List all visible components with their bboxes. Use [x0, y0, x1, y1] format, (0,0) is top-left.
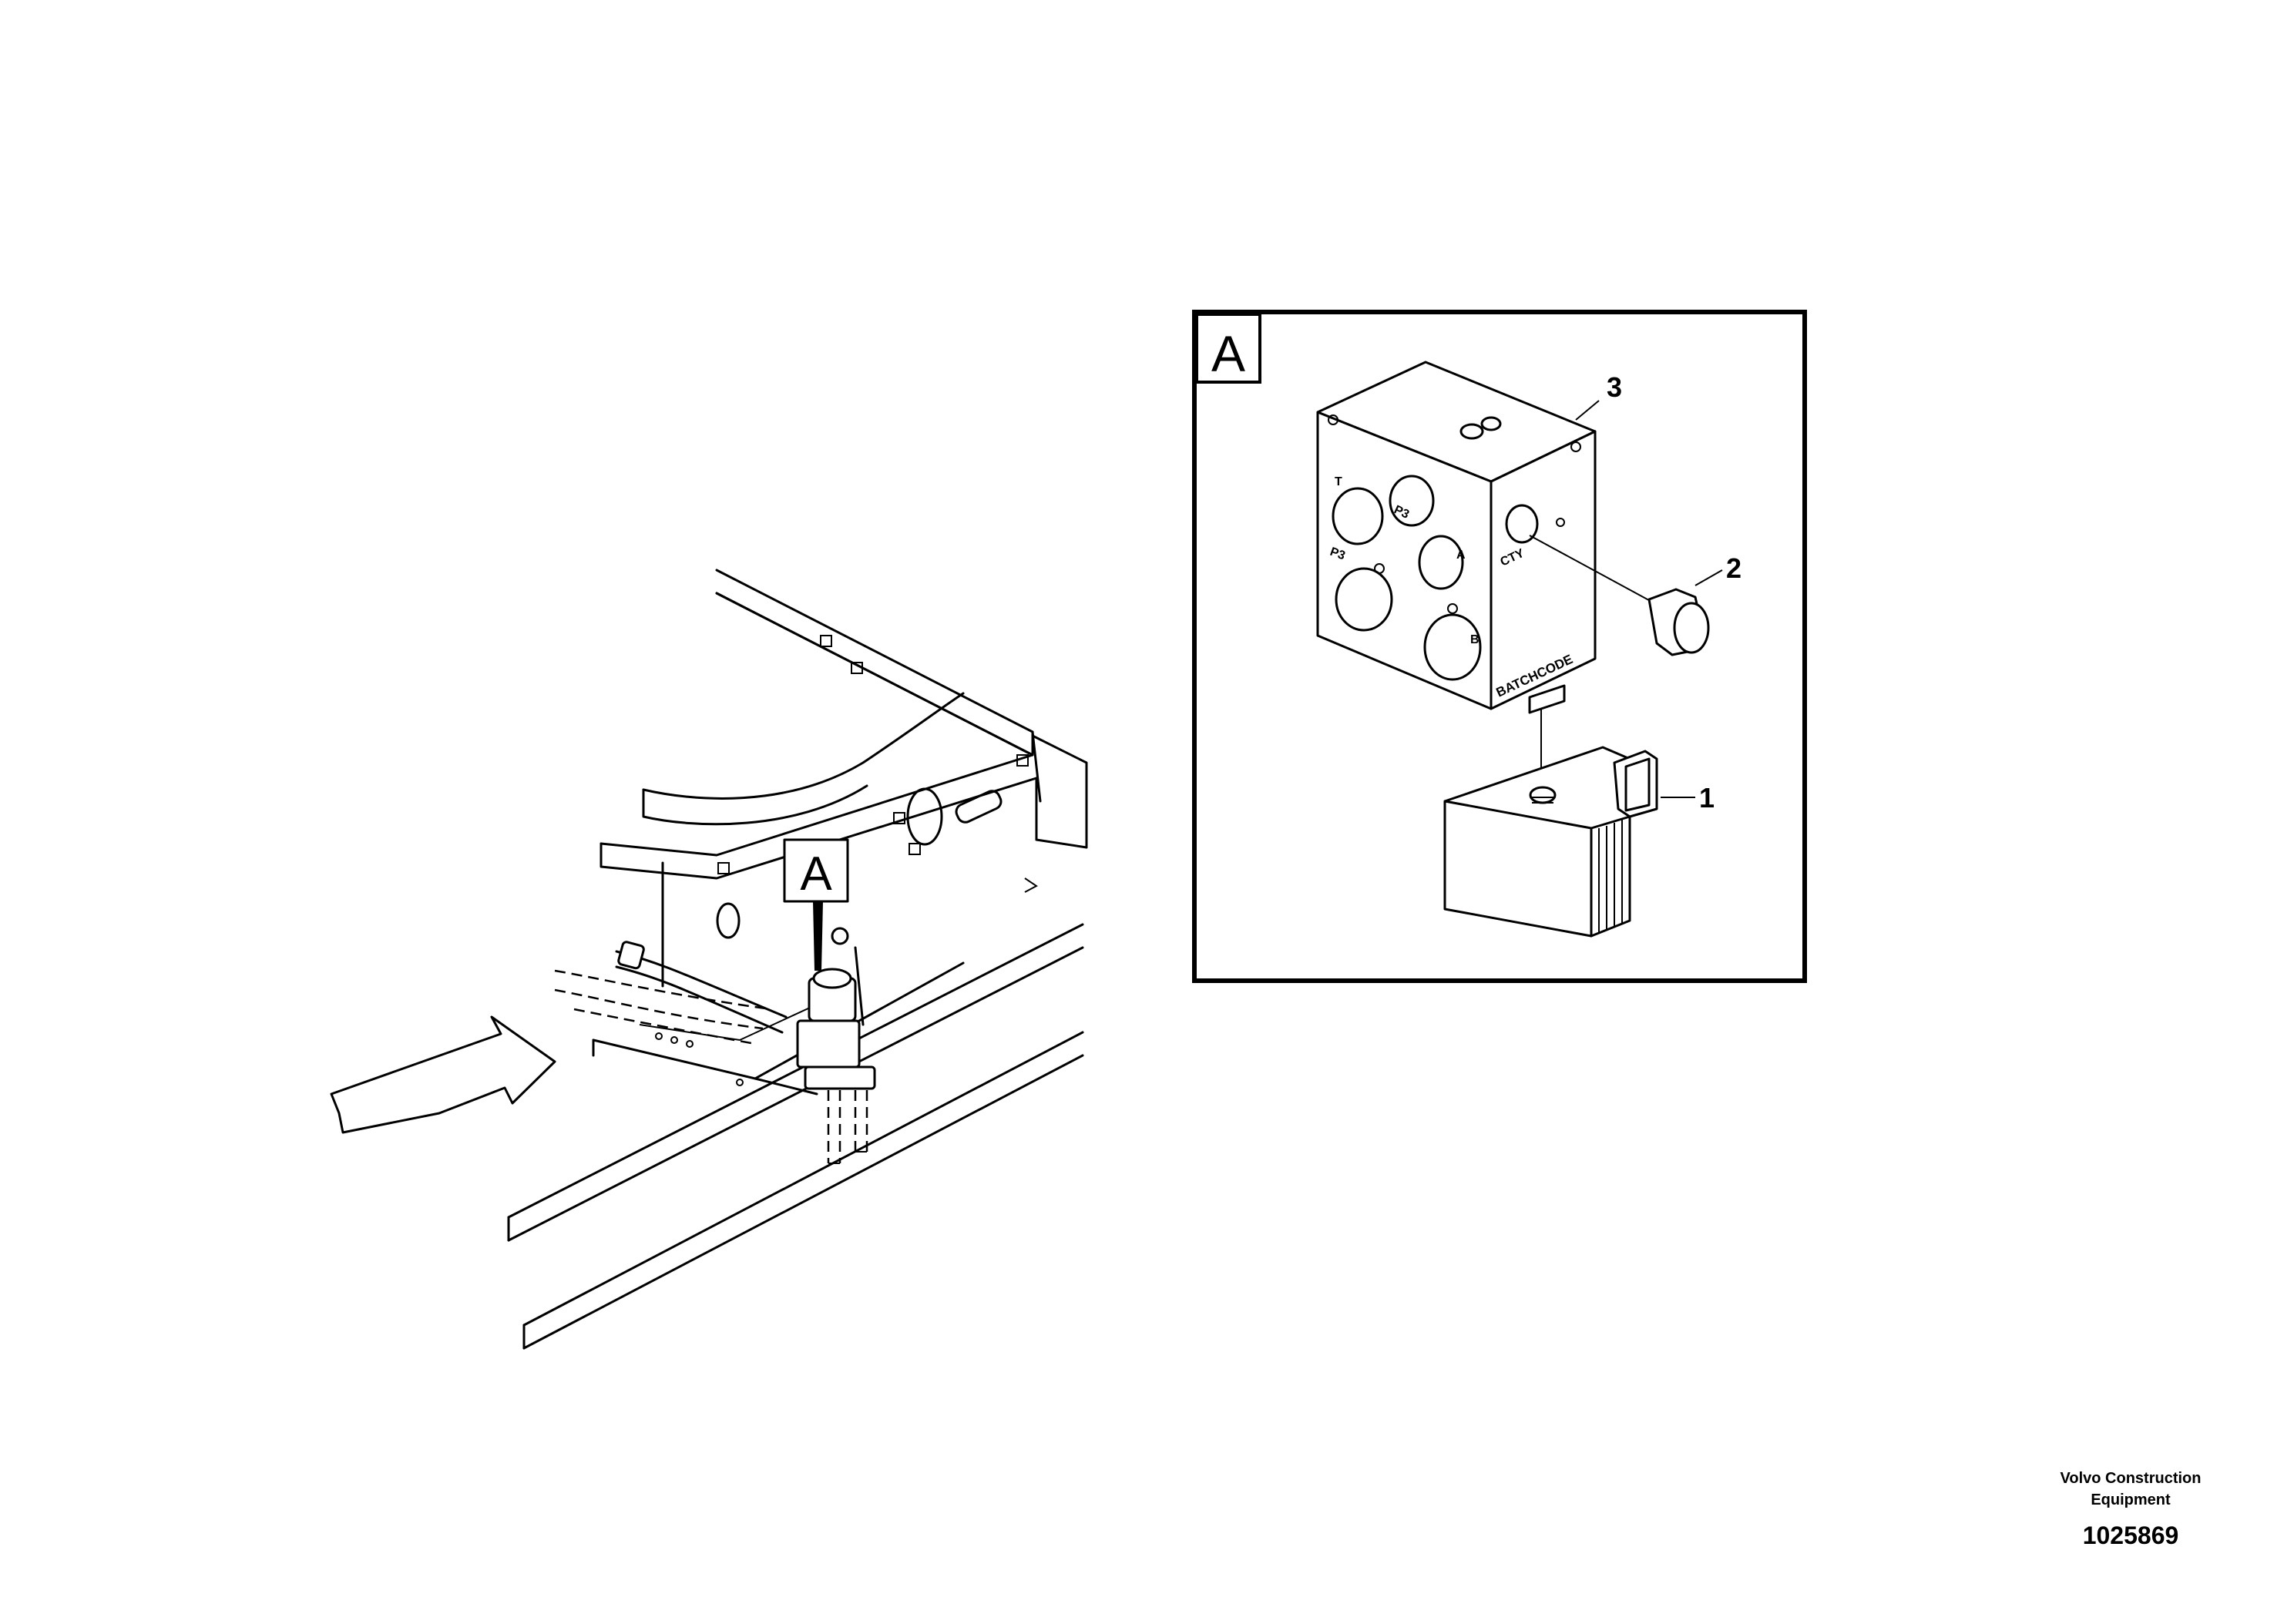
port-label-p3-lower: P3	[1328, 545, 1347, 563]
port-p3-upper	[1389, 475, 1435, 527]
port-label-p3-upper: P3	[1392, 503, 1411, 522]
detail-frame	[1192, 310, 1807, 983]
port-p3-lower	[1335, 567, 1393, 632]
detail-label-a: A	[1211, 325, 1245, 382]
valve-block: T P3 P3 A B CTY BATCHCODE	[1316, 361, 1597, 714]
port-t	[1332, 487, 1384, 545]
machine-overview: A	[330, 569, 1088, 1350]
detail-label-box	[1195, 313, 1261, 384]
forward-direction-arrow-icon	[330, 1015, 556, 1134]
part-callout-3: 3	[1607, 371, 1622, 403]
part-callout-2: 2	[1726, 552, 1741, 584]
port-cty	[1505, 504, 1539, 544]
company-name: Volvo Construction Equipment	[2060, 1470, 2202, 1508]
solenoid-coil	[1443, 746, 1658, 938]
port-a	[1418, 535, 1464, 590]
port-label-a: A	[1456, 549, 1466, 562]
plug-fitting	[1529, 535, 1710, 656]
detail-view-a: A T P3 P3 A B	[1192, 310, 1807, 983]
part-callouts: 3 2 1	[1575, 371, 1741, 814]
port-b	[1423, 613, 1482, 681]
port-label-t: T	[1335, 475, 1342, 488]
part-callout-1: 1	[1699, 782, 1715, 814]
callout-label-a: A	[800, 847, 832, 901]
footer: Volvo Construction Equipment 1025869	[2003, 1468, 2258, 1550]
port-label-b: B	[1470, 633, 1480, 646]
document-number: 1025869	[2082, 1522, 2179, 1549]
callout-leader	[813, 901, 823, 971]
